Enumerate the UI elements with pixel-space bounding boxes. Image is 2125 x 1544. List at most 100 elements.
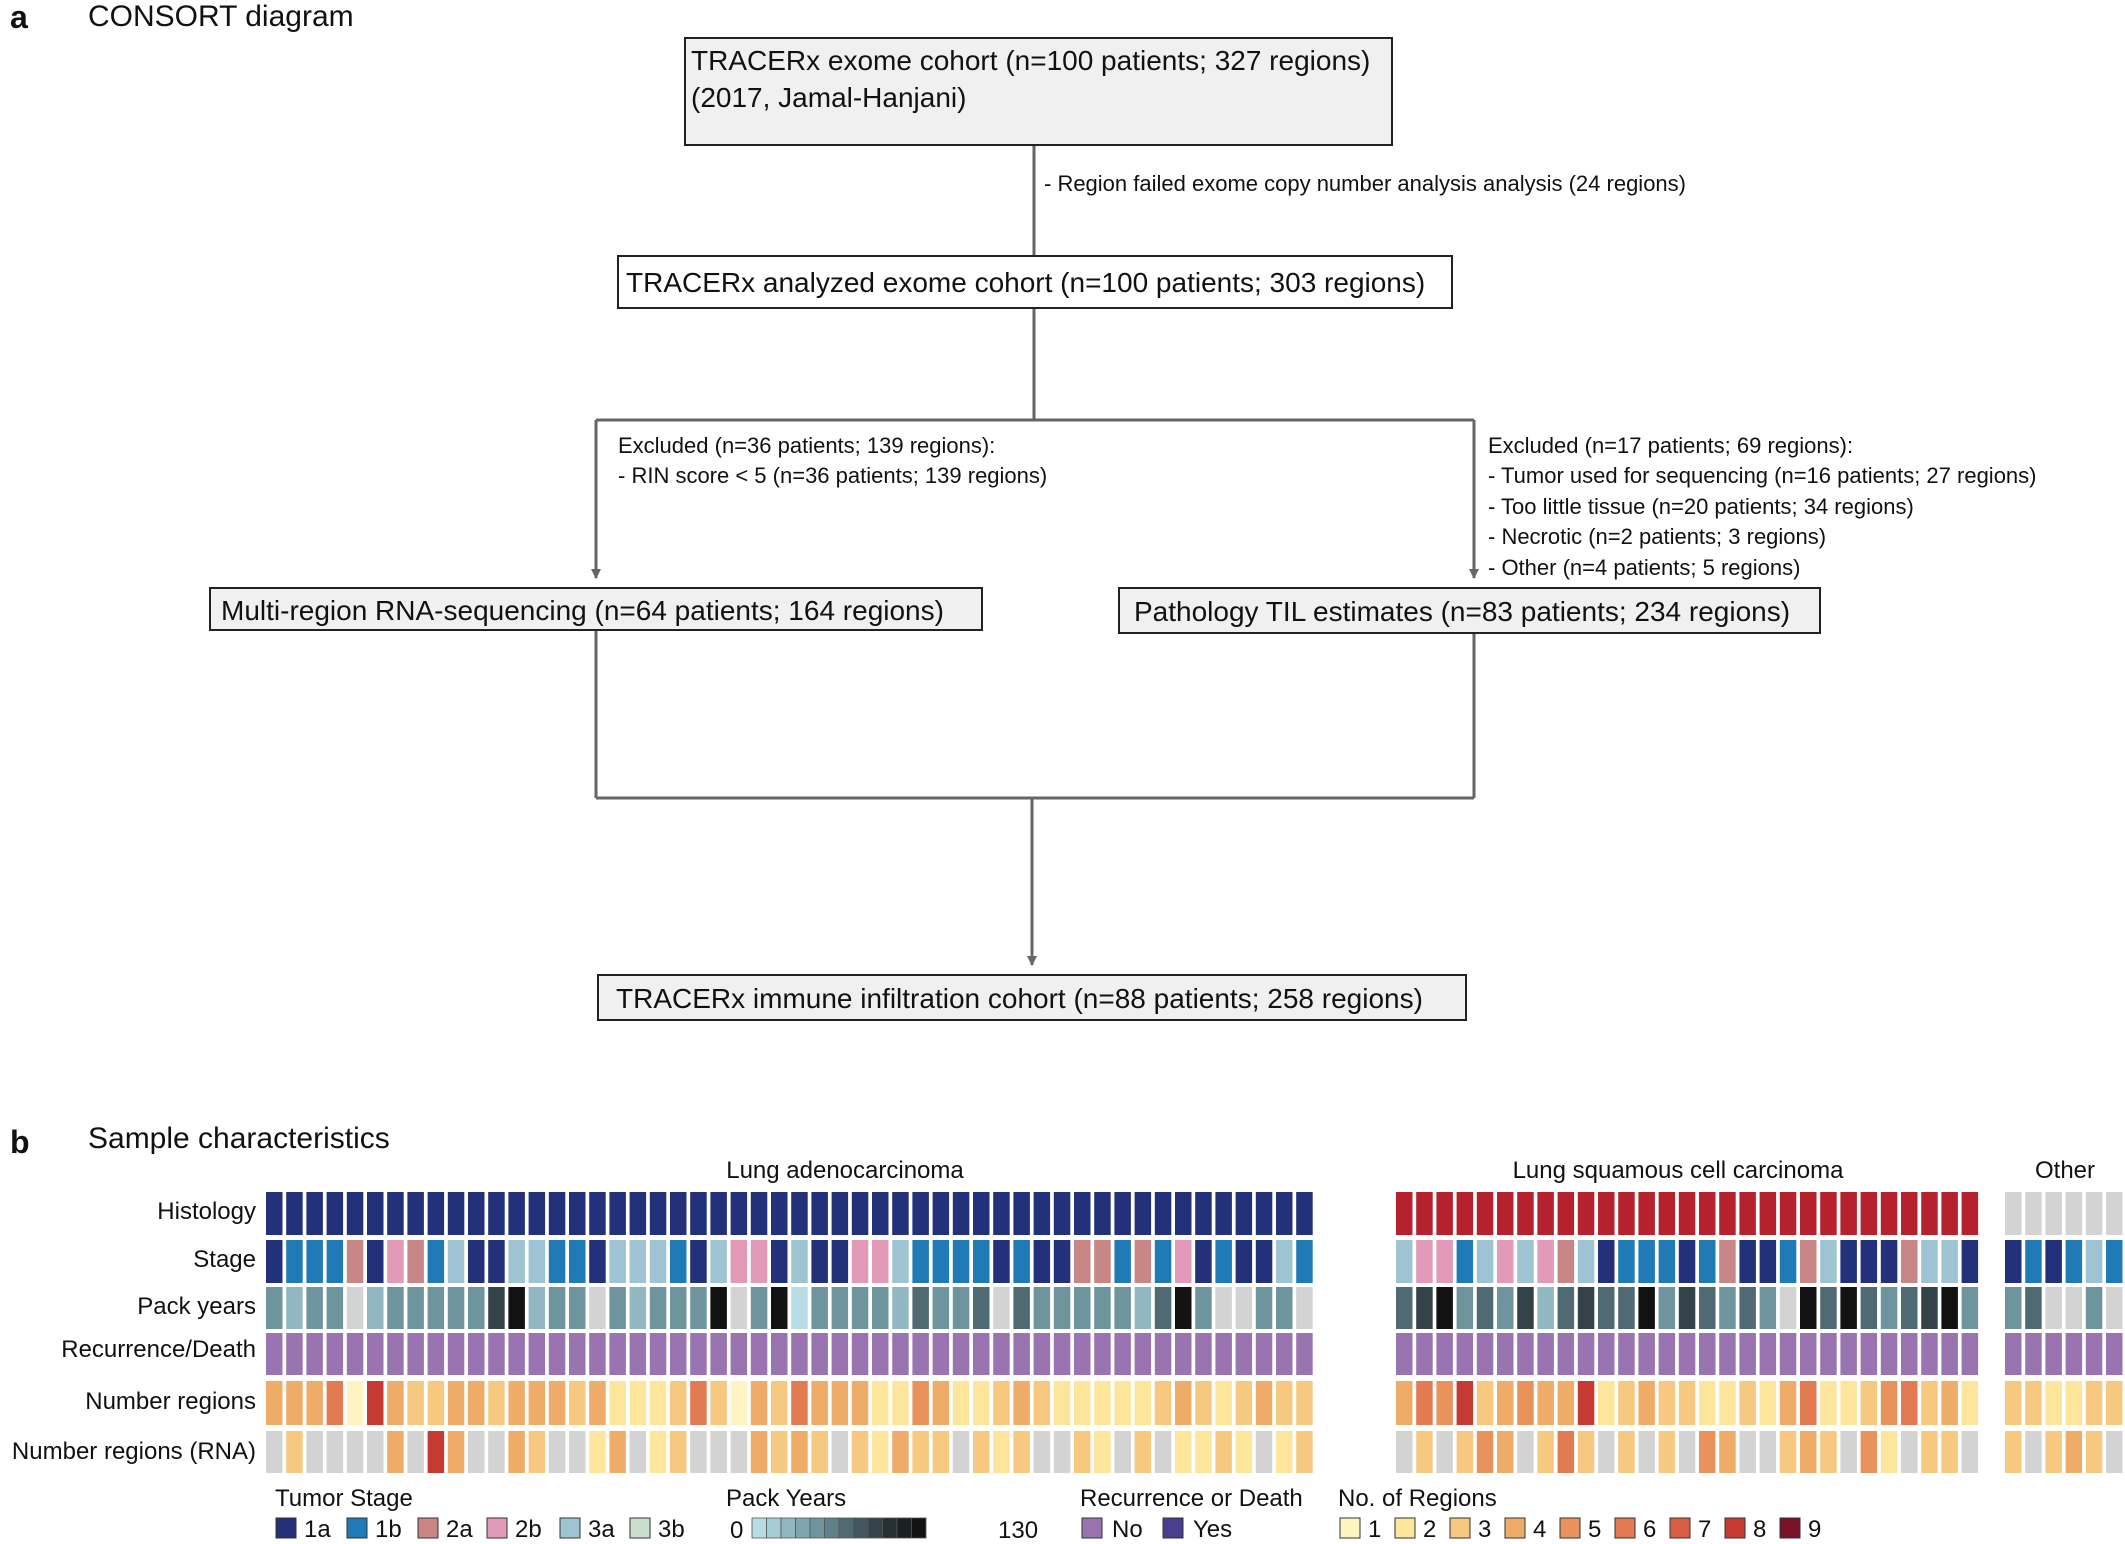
heatmap-cell [1094,1381,1111,1425]
heatmap-cell [952,1333,970,1375]
heatmap-cell [1800,1431,1817,1473]
legend-ramp-step [824,1517,840,1539]
legend-swatch [1614,1517,1636,1539]
heatmap-cell [1961,1381,1979,1425]
panel-b-letter: b [10,1124,30,1160]
heatmap-cell [1739,1287,1756,1329]
heatmap-cell [973,1192,990,1235]
heatmap-cell [2025,1333,2042,1375]
heatmap-cell [609,1381,626,1425]
heatmap-cell [1094,1240,1111,1283]
legend-label: 3b [658,1516,685,1543]
heatmap-cell [1598,1240,1615,1283]
heatmap-cell [1195,1381,1212,1425]
heatmap-cell [2005,1381,2022,1425]
heatmap-cell [1719,1333,1736,1375]
heatmap-cell [286,1333,303,1375]
heatmap-cell [427,1287,445,1329]
heatmap-cell [1416,1240,1433,1283]
heatmap-cell [2065,1240,2083,1283]
heatmap-cell [1658,1431,1676,1473]
heatmap-cell [1175,1192,1192,1235]
heatmap-cell [1175,1287,1192,1329]
heatmap-cell [1779,1431,1797,1473]
heatmap-cell [851,1431,869,1473]
heatmap-cell [629,1431,647,1473]
heatmap-cell [1739,1333,1756,1375]
heatmap-cell [1456,1381,1474,1425]
box-rna-seq [209,587,983,631]
heatmap-cell [1175,1381,1192,1425]
heatmap-cell [771,1192,788,1235]
note-failed-regions: - Region failed exome copy number analys… [1044,171,1686,196]
heatmap-cell [286,1431,303,1473]
heatmap-cell [1678,1381,1696,1425]
heatmap-cell [872,1240,889,1283]
heatmap-cell [1396,1240,1413,1283]
heatmap-cell [2106,1333,2123,1375]
heatmap-cell [1456,1287,1474,1329]
heatmap-cell [1557,1381,1575,1425]
heatmap-cell [326,1333,344,1375]
legend-label: 3 [1478,1516,1491,1543]
heatmap-cell [1739,1381,1756,1425]
heatmap-cell [831,1333,849,1375]
heatmap-cell [932,1381,950,1425]
legend-label: 8 [1753,1516,1766,1543]
heatmap-cell [811,1381,828,1425]
heatmap-cell [1053,1333,1071,1375]
heatmap-cell [690,1287,707,1329]
heatmap-cell [1276,1381,1293,1425]
heatmap-cell [1537,1431,1554,1473]
heatmap-cell [750,1287,768,1329]
heatmap-cell [710,1240,727,1283]
heatmap-cell [1497,1431,1514,1473]
heatmap-cell [1517,1431,1534,1473]
heatmap-cell [2106,1240,2123,1283]
heatmap-cell [367,1287,384,1329]
heatmap-cell [1114,1240,1131,1283]
heatmap-cell [1880,1431,1898,1473]
heatmap-cell [1436,1287,1453,1329]
heatmap-cell [1961,1287,1979,1329]
heatmap-cell [1577,1431,1595,1473]
heatmap-cell [1800,1240,1817,1283]
heatmap-cell [1598,1431,1615,1473]
heatmap-cell [1860,1333,1878,1375]
legend-swatch [1081,1517,1103,1539]
heatmap-cell [1699,1287,1716,1329]
heatmap-cell [1517,1192,1534,1235]
heatmap-cell [2045,1333,2062,1375]
legend-swatch [275,1517,297,1539]
heatmap-cell [2106,1431,2123,1473]
heatmap-cell [1678,1333,1696,1375]
heatmap-cell [326,1287,344,1329]
heatmap-cell [912,1240,929,1283]
heatmap-cell [1094,1287,1111,1329]
heatmap-cell [1517,1333,1534,1375]
heatmap-cell [1961,1431,1979,1473]
heatmap-cell [831,1240,849,1283]
heatmap-cell [488,1240,505,1283]
heatmap-cell [266,1287,283,1329]
heatmap-cell [1497,1192,1514,1235]
heatmap-cell [488,1381,505,1425]
heatmap-cell [1134,1431,1152,1473]
heatmap-cell [1114,1333,1131,1375]
heatmap-cell [1638,1240,1655,1283]
heatmap-cell [2106,1381,2123,1425]
heatmap-cell [508,1333,525,1375]
heatmap-cell [1154,1287,1172,1329]
box-pathology [1118,587,1821,634]
legend-label: 7 [1698,1516,1711,1543]
heatmap-cell [1033,1381,1051,1425]
heatmap-cell [1195,1333,1212,1375]
heatmap-cell [1276,1287,1293,1329]
heatmap-cell [488,1192,505,1235]
heatmap-cell [326,1192,344,1235]
note-excluded-right-4: - Necrotic (n=2 patients; 3 regions) [1488,524,1826,549]
